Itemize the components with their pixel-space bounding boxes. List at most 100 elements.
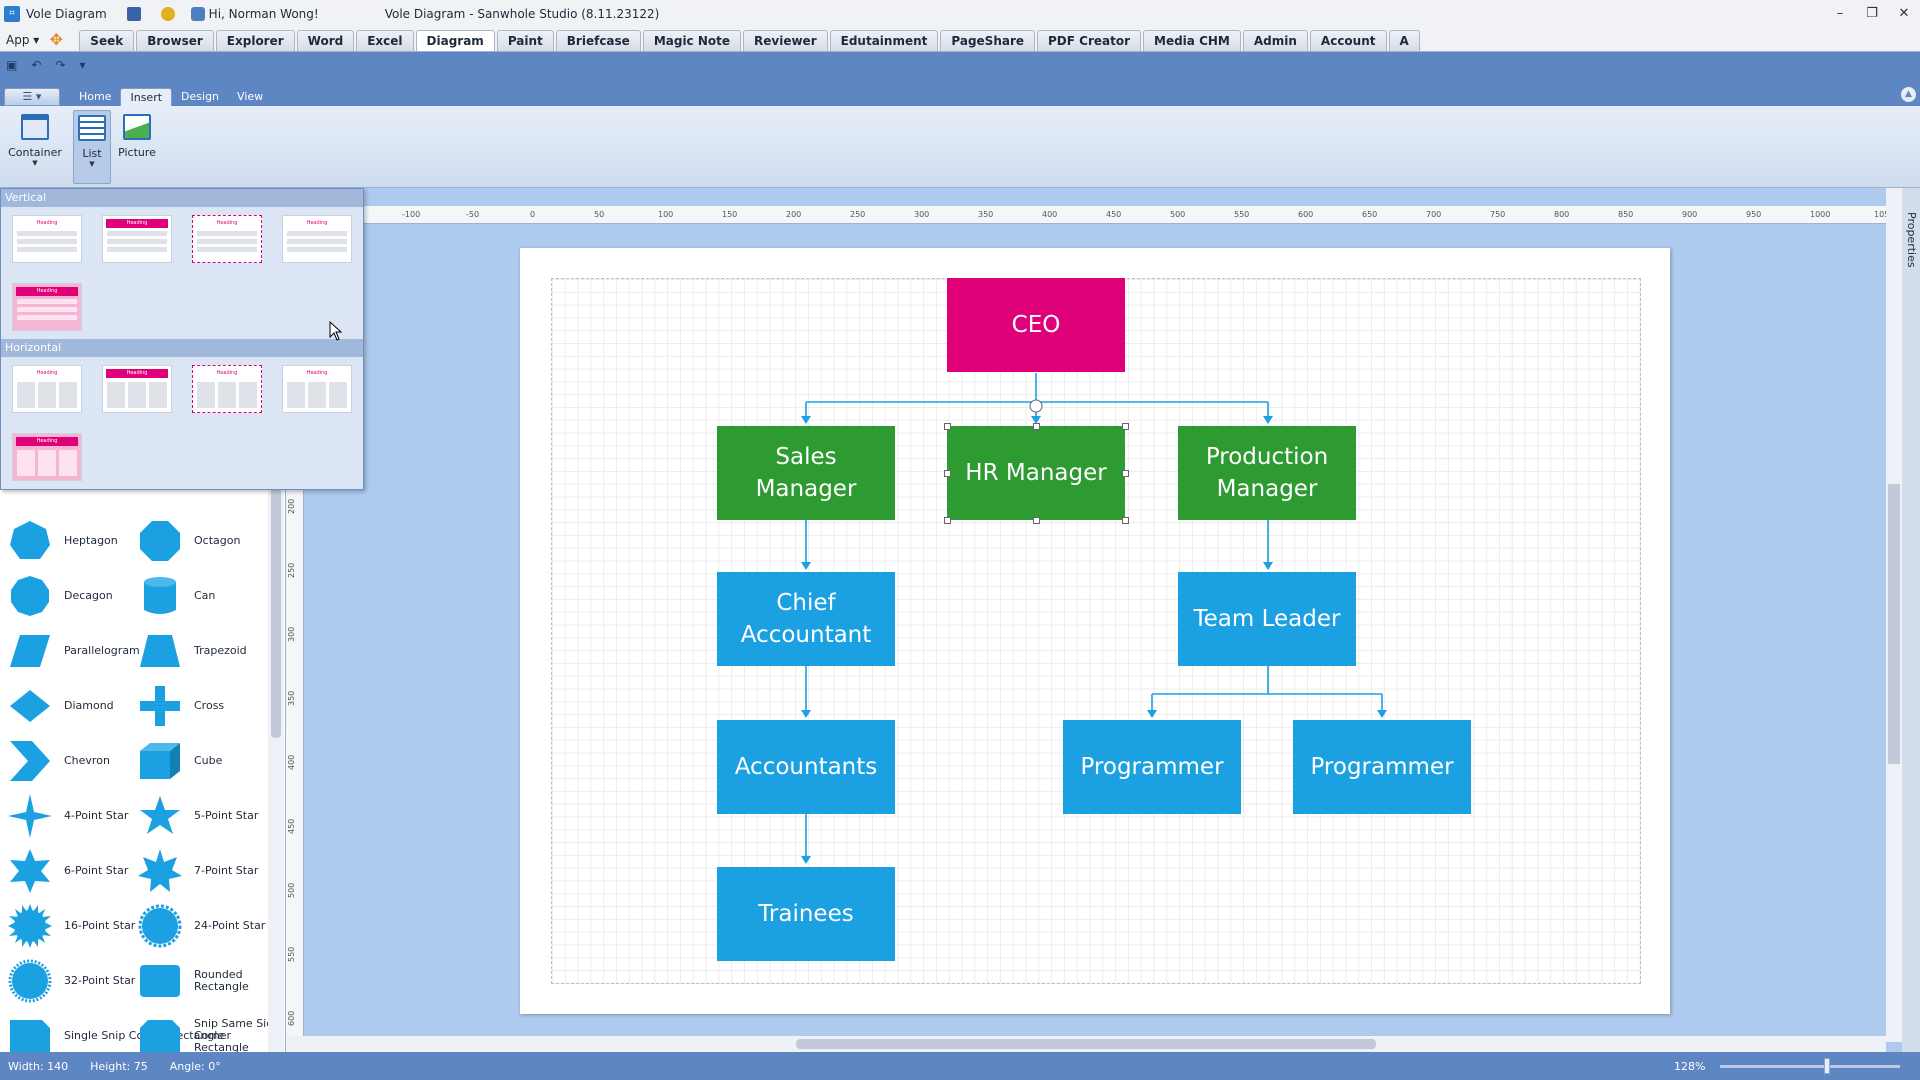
user-icon[interactable] (190, 7, 205, 21)
navigate-icon[interactable]: ✥ (49, 30, 63, 49)
qat-customize-icon[interactable]: ▾ (79, 58, 86, 72)
vertical-list-style-5[interactable]: Heading (12, 283, 82, 331)
horizontal-list-style-2[interactable]: Heading (102, 365, 172, 413)
save-icon[interactable]: ▣ (6, 58, 18, 72)
collapse-ribbon-icon[interactable]: ▲ (1901, 87, 1916, 102)
file-menu-button[interactable]: ☰ ▾ (4, 88, 60, 106)
app-tab-diagram[interactable]: Diagram (415, 30, 495, 51)
shape-rounded-rectangle[interactable]: Rounded Rectangle (138, 956, 285, 1006)
resize-handle[interactable] (1122, 517, 1129, 524)
app-tab-seek[interactable]: Seek (79, 30, 135, 51)
app-tab-word[interactable]: Word (296, 30, 355, 51)
app-tab-account[interactable]: Account (1309, 30, 1387, 51)
shape-cube[interactable]: Cube (138, 736, 222, 786)
shape-cross[interactable]: Cross (138, 681, 224, 731)
ruler-tick-label: 400 (287, 754, 296, 770)
ribbon: Container ▼ List ▼ Picture (0, 106, 1920, 188)
resize-handle[interactable] (1033, 423, 1040, 430)
list-button[interactable]: List ▼ (73, 110, 111, 184)
resize-handle[interactable] (1122, 423, 1129, 430)
app-tab-briefcase[interactable]: Briefcase (555, 30, 641, 51)
node-programmer-2[interactable]: Programmer (1293, 720, 1471, 814)
horizontal-list-style-4[interactable]: Heading (282, 365, 352, 413)
shape-chevron[interactable]: Chevron (8, 736, 110, 786)
shape-label: Cross (194, 699, 225, 712)
node-chief-accountant[interactable]: Chief Accountant (717, 572, 895, 666)
ribbon-tab-view[interactable]: View (237, 90, 264, 103)
shield-icon[interactable] (126, 7, 141, 21)
ribbon-tab-design[interactable]: Design (181, 90, 220, 103)
node-team-leader[interactable]: Team Leader (1178, 572, 1356, 666)
vertical-list-style-3[interactable]: Heading (192, 215, 262, 263)
shape-5-point-star[interactable]: 5-Point Star (138, 791, 258, 841)
ruler-tick-label: 950 (1746, 210, 1762, 219)
app-tab-admin[interactable]: Admin (1242, 30, 1308, 51)
node-hr-manager[interactable]: HR Manager (947, 426, 1125, 520)
shape-7-point-star[interactable]: 7-Point Star (138, 846, 258, 896)
app-tab-pdf-creator[interactable]: PDF Creator (1037, 30, 1142, 51)
app-tab-reviewer[interactable]: Reviewer (743, 30, 828, 51)
node-programmer-1[interactable]: Programmer (1063, 720, 1241, 814)
shape-6-point-star[interactable]: 6-Point Star (8, 846, 128, 896)
zoom-slider-knob[interactable] (1824, 1057, 1830, 1074)
restore-icon[interactable]: ❐ (1866, 6, 1878, 21)
node-production-manager[interactable]: Production Manager (1178, 426, 1356, 520)
app-tab-paint[interactable]: Paint (496, 30, 554, 51)
shape-trapezoid[interactable]: Trapezoid (138, 626, 247, 676)
app-tab-excel[interactable]: Excel (356, 30, 414, 51)
resize-handle[interactable] (944, 517, 951, 524)
canvas-vertical-scrollbar[interactable] (1886, 188, 1902, 1042)
node-ceo[interactable]: CEO (947, 278, 1125, 372)
vertical-list-style-4[interactable]: Heading (282, 215, 352, 263)
picture-button[interactable]: Picture (116, 110, 158, 184)
shape-heptagon[interactable]: Heptagon (8, 516, 118, 566)
shape-snip-same-side-corner-rectangle[interactable]: Snip Same Side Corner Rectangle (138, 1011, 285, 1052)
node-sales-manager[interactable]: Sales Manager (717, 426, 895, 520)
ribbon-tab-home[interactable]: Home (79, 90, 112, 103)
properties-sidebar[interactable]: Properties (1902, 188, 1920, 1052)
horizontal-list-style-3[interactable]: Heading (192, 365, 262, 413)
vertical-list-style-1[interactable]: Heading (12, 215, 82, 263)
resize-handle[interactable] (944, 470, 951, 477)
ruler-tick-label: 850 (1618, 210, 1634, 219)
ribbon-tab-insert[interactable]: Insert (120, 88, 173, 106)
app-tab-edutainment[interactable]: Edutainment (829, 30, 939, 51)
app-tab-magic-note[interactable]: Magic Note (642, 30, 742, 51)
horizontal-list-style-1[interactable]: Heading (12, 365, 82, 413)
app-tab-a[interactable]: A (1388, 30, 1420, 51)
app-tab-media-chm[interactable]: Media CHM (1143, 30, 1241, 51)
close-icon[interactable]: ✕ (1898, 6, 1910, 21)
canvas-horizontal-scrollbar[interactable] (286, 1036, 1886, 1052)
resize-handle[interactable] (944, 423, 951, 430)
shape-32-point-star[interactable]: 32-Point Star (8, 956, 135, 1006)
node-trainees[interactable]: Trainees (717, 867, 895, 961)
shape-octagon[interactable]: Octagon (138, 516, 240, 566)
greeting[interactable]: Hi, Norman Wong! (208, 7, 319, 21)
shape-decagon[interactable]: Decagon (8, 571, 113, 621)
scroll-thumb[interactable] (271, 478, 281, 738)
shape-can[interactable]: Can (138, 571, 215, 621)
vertical-list-style-2[interactable]: Heading (102, 215, 172, 263)
horizontal-list-style-5[interactable]: Heading (12, 433, 82, 481)
undo-icon[interactable]: ↶ (31, 58, 42, 72)
container-button[interactable]: Container ▼ (6, 110, 64, 184)
app-menu-button[interactable]: App ▾ (6, 33, 40, 47)
shape-4-point-star[interactable]: 4-Point Star (8, 791, 128, 841)
resize-handle[interactable] (1033, 517, 1040, 524)
app-tab-explorer[interactable]: Explorer (215, 30, 295, 51)
app-tab-browser[interactable]: Browser (136, 30, 214, 51)
resize-handle[interactable] (1122, 470, 1129, 477)
node-accountants[interactable]: Accountants (717, 720, 895, 814)
minimize-icon[interactable]: – (1836, 6, 1844, 21)
zoom-slider[interactable] (1720, 1057, 1900, 1074)
redo-icon[interactable]: ↷ (55, 58, 66, 72)
shape-diamond[interactable]: Diamond (8, 681, 114, 731)
app-tab-pageshare[interactable]: PageShare (940, 30, 1036, 51)
shape-parallelogram[interactable]: Parallelogram (8, 626, 140, 676)
node-label: Sales Manager (755, 444, 857, 502)
smile-icon[interactable] (160, 7, 175, 21)
scroll-thumb[interactable] (1888, 484, 1900, 764)
scroll-thumb[interactable] (796, 1039, 1376, 1049)
shape-24-point-star[interactable]: 24-Point Star (138, 901, 265, 951)
shape-16-point-star[interactable]: 16-Point Star (8, 901, 135, 951)
